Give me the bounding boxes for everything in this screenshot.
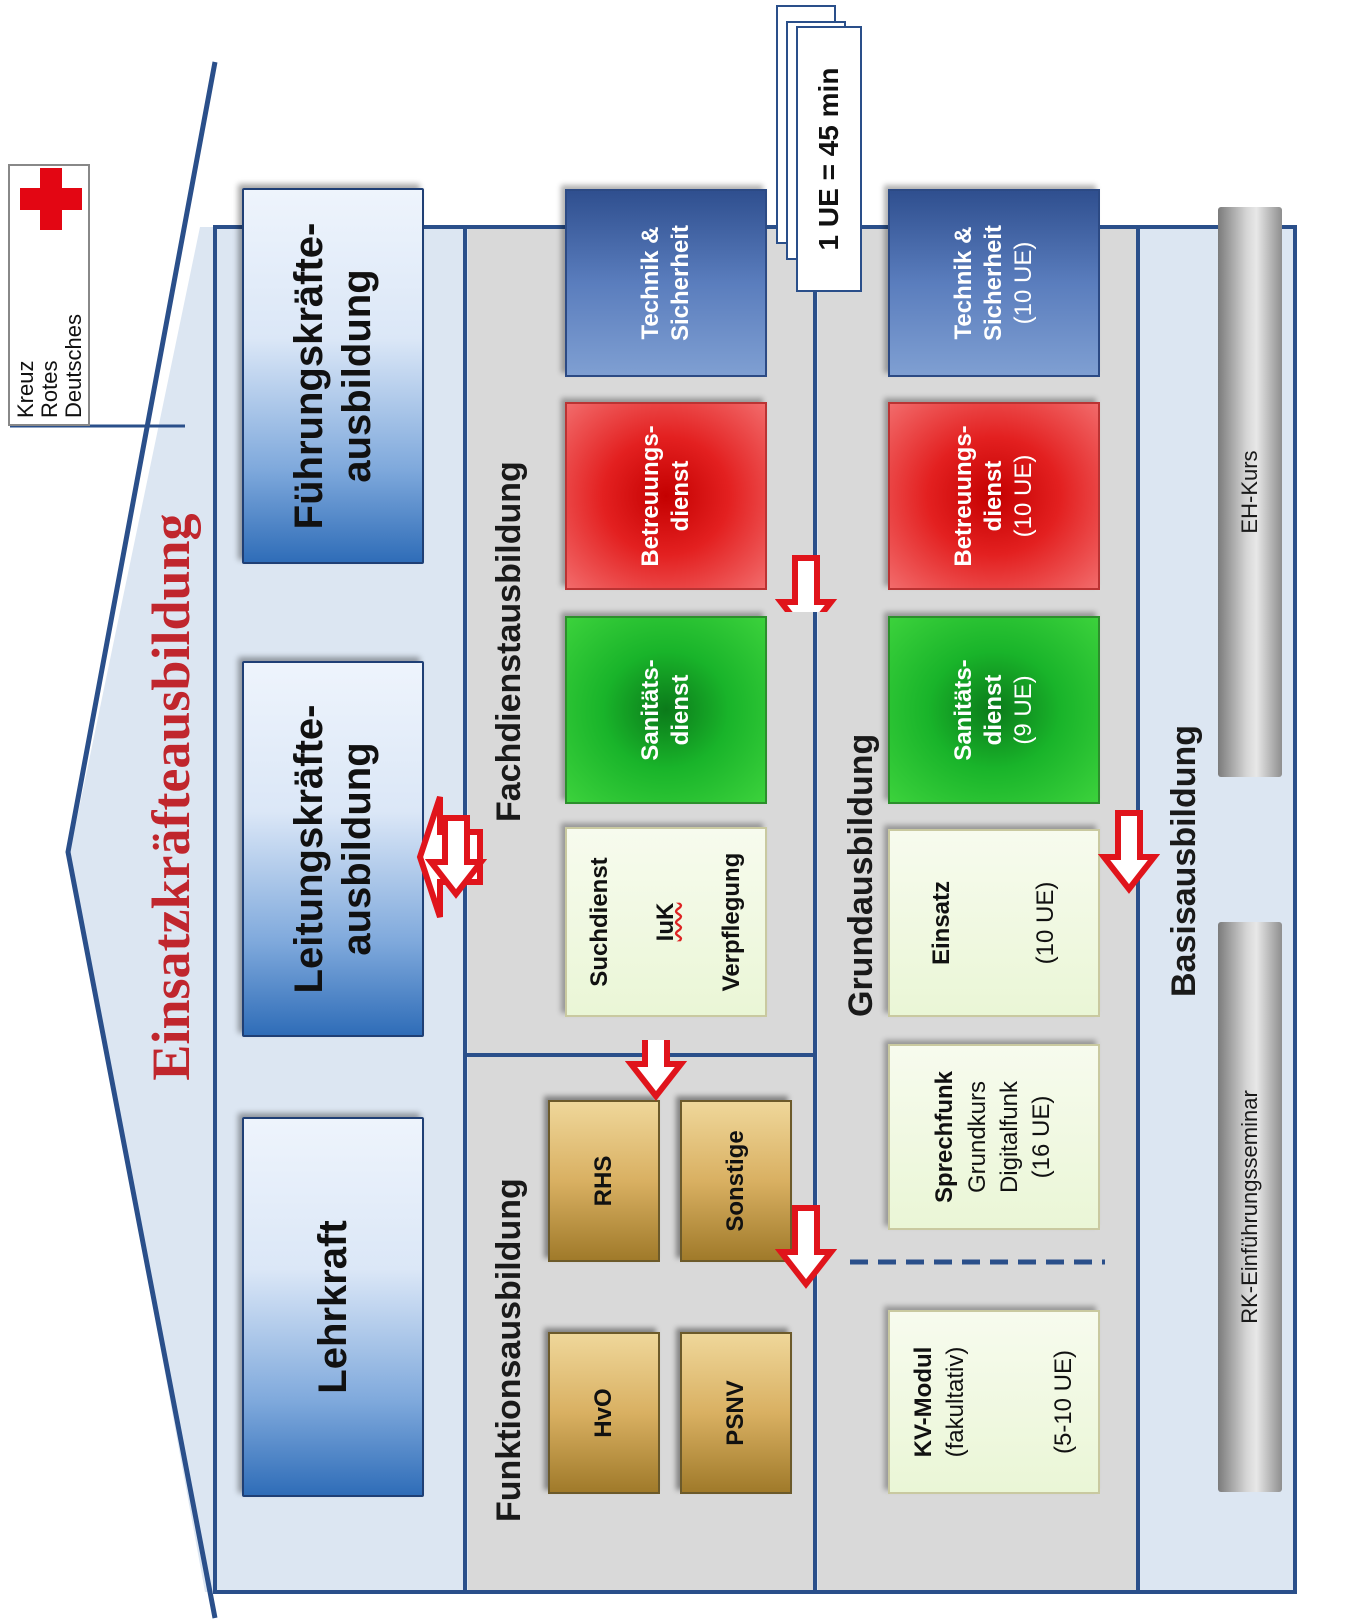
arrow-down-icon-fach-to-funktion (625, 1040, 688, 1101)
suchdienst-label: Suchdienst (585, 857, 613, 987)
gr-technik-box: Technik & Sicherheit (10 UE) (888, 189, 1100, 377)
ue-note-card: 1 UE = 45 min (796, 26, 862, 292)
logo-line-1: Kreuz (13, 360, 38, 418)
hvo-box: HvO (548, 1332, 660, 1494)
lehrkraft-label: Lehrkraft (311, 1220, 355, 1394)
arrow-up-icon-basis (1098, 810, 1160, 894)
fd-sanitaet-box: Sanitäts- dienst (565, 616, 767, 804)
ue-note-label: 1 UE = 45 min (813, 67, 844, 251)
leitung-label-2: ausbildung (335, 742, 379, 956)
fd-betreuung-box: Betreuungs- dienst (565, 402, 767, 590)
fd-technik-label-2: Sicherheit (667, 224, 694, 342)
rk-einfuehrung-label: RK-Einführungsseminar (1237, 1090, 1262, 1324)
fuehrung-label-1: Führungskräfte- (287, 222, 331, 530)
rk-einfuehrung-bar: RK-Einführungsseminar (1218, 922, 1282, 1492)
gr-technik-ue: (10 UE) (1010, 241, 1037, 325)
psnv-box: PSNV (680, 1332, 792, 1494)
gr-sanitaet-l1: Sanitäts- (950, 659, 977, 761)
gr-sanitaet-l2: dienst (980, 674, 1007, 746)
rhs-box: RHS (548, 1100, 660, 1262)
gr-technik-l1: Technik & (950, 226, 977, 340)
roof-panel (70, 227, 215, 1592)
sprechfunk-l2: Digitalfunk (996, 1080, 1023, 1194)
hvo-label: HvO (590, 1388, 617, 1438)
eh-kurs-bar: EH-Kurs (1218, 207, 1282, 777)
arrow-left-icon-2 (775, 555, 838, 612)
fd-sanitaet-label-1: Sanitäts- (637, 659, 664, 761)
funktion-title: Funktionsausbildung (490, 1178, 528, 1522)
gr-sanitaet-ue: (9 UE) (1010, 675, 1037, 745)
sprechfunk-box: Sprechfunk Grundkurs Digitalfunk (16 UE) (888, 1044, 1100, 1230)
fd-betreuung-label-2: dienst (667, 460, 694, 532)
iuk-label: IuK (651, 902, 679, 942)
gr-betreuung-l2: dienst (980, 460, 1007, 532)
fuehrung-box: Führungskräfte- ausbildung (242, 188, 424, 564)
arrow-left-icon-1 (425, 815, 487, 899)
fd-sanitaet-label-2: dienst (667, 674, 694, 746)
leitung-label-1: Leitungskräfte- (287, 704, 331, 994)
kv-sub: (fakultativ) (942, 1346, 970, 1458)
einsatz-box: Einsatz (10 UE) (888, 829, 1100, 1017)
lehrkraft-box: Lehrkraft (242, 1117, 424, 1497)
drk-logo: Kreuz Rotes Deutsches (8, 164, 90, 426)
sprechfunk-ue: (16 UE) (1028, 1095, 1056, 1179)
gr-technik-l2: Sicherheit (980, 224, 1007, 342)
basis-title: Basisausbildung (1165, 724, 1203, 997)
eh-kurs-label: EH-Kurs (1237, 450, 1262, 534)
fachdienst-misc-box: Suchdienst IuK Verpflegung (565, 827, 767, 1017)
red-cross-icon (20, 168, 82, 230)
roof-outline (65, 61, 218, 1619)
verpflegung-label: Verpflegung (717, 852, 745, 992)
einsatz-title: Einsatz (927, 880, 955, 966)
arrow-up-icon-funktion (775, 1205, 837, 1289)
gr-betreuung-l1: Betreuungs- (950, 425, 977, 567)
gr-sanitaet-box: Sanitäts- dienst (9 UE) (888, 616, 1100, 804)
fd-technik-label-1: Technik & (637, 226, 664, 340)
grund-title: Grundausbildung (842, 733, 880, 1017)
fachdienst-title: Fachdienstausbildung (490, 461, 528, 822)
fd-technik-box: Technik & Sicherheit (565, 189, 767, 377)
sonstige-label: Sonstige (722, 1130, 749, 1232)
kv-title: KV-Modul (910, 1346, 937, 1458)
kv-ue: (5-10 UE) (1049, 1349, 1077, 1455)
sprechfunk-title: Sprechfunk (931, 1070, 959, 1204)
sprechfunk-l1: Grundkurs (963, 1080, 991, 1194)
fd-betreuung-label-1: Betreuungs- (637, 425, 664, 567)
kv-box: KV-Modul (fakultativ) (5-10 UE) (888, 1310, 1100, 1494)
gr-betreuung-ue: (10 UE) (1010, 454, 1037, 538)
logo-line-2: Rotes (37, 360, 62, 418)
einsatz-ue: (10 UE) (1031, 881, 1059, 965)
rhs-label: RHS (590, 1155, 617, 1207)
main-title: Einsatzkräfteausbildung (141, 513, 201, 1081)
psnv-label: PSNV (722, 1380, 749, 1446)
gr-betreuung-box: Betreuungs- dienst (10 UE) (888, 402, 1100, 590)
leitung-box: Leitungskräfte- ausbildung (242, 661, 424, 1037)
fuehrung-label-2: ausbildung (335, 269, 379, 483)
logo-line-3: Deutsches (61, 314, 86, 418)
